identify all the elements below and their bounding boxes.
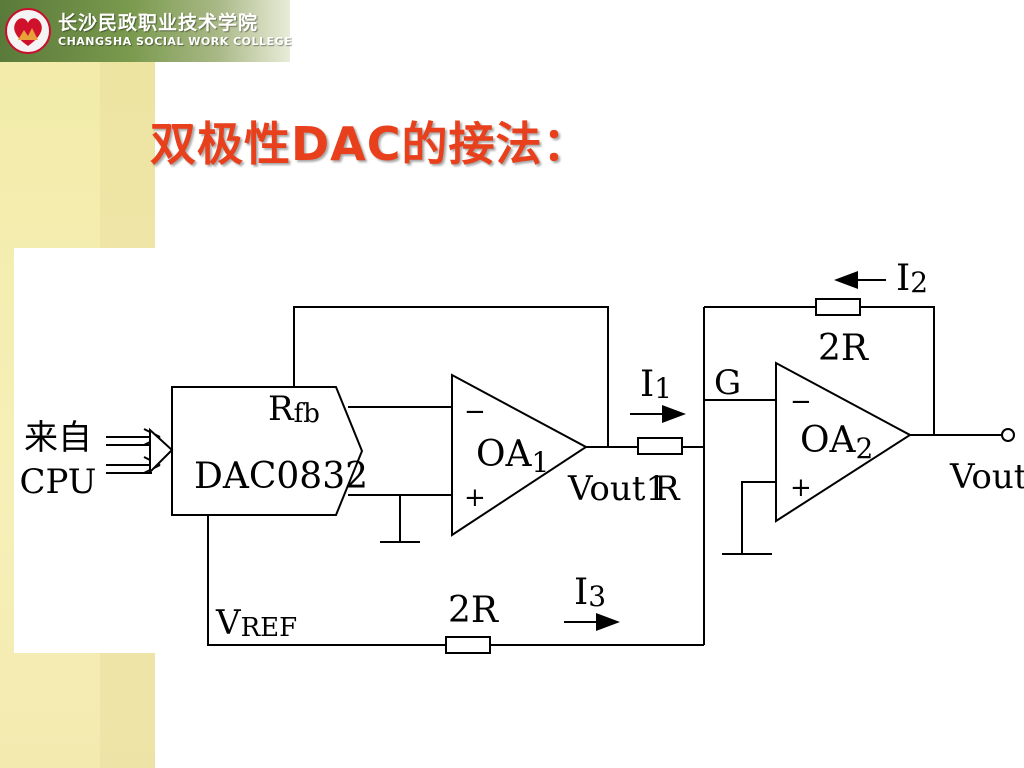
i1-arrowhead-icon bbox=[662, 405, 686, 423]
heart-logo-icon bbox=[5, 8, 51, 54]
i2-arrowhead-icon bbox=[834, 271, 858, 289]
i1-label: I1 bbox=[640, 364, 672, 405]
vout-label: Vout bbox=[949, 457, 1024, 497]
r-resistor bbox=[637, 437, 683, 455]
oa1-minus-label: − bbox=[464, 397, 486, 427]
oa1-plus-label: + bbox=[464, 483, 486, 513]
college-name-cn: 长沙民政职业技术学院 bbox=[58, 12, 259, 34]
feedback-2r-resistor bbox=[815, 298, 861, 316]
vref-2r-resistor bbox=[445, 636, 491, 654]
feedback-wire bbox=[704, 306, 935, 435]
feedback-2r-label: 2R bbox=[818, 328, 869, 369]
rfb-label: Rfb bbox=[268, 389, 320, 429]
dac-block bbox=[171, 386, 364, 516]
ground-1 bbox=[380, 495, 420, 543]
oa2-minus-label: − bbox=[790, 387, 812, 417]
vout-terminal bbox=[1001, 428, 1015, 442]
college-name-en: CHANGSHA SOCIAL WORK COLLEGE bbox=[58, 35, 293, 48]
vout1-label: Vout1 bbox=[567, 469, 667, 509]
oa2-plus-label: + bbox=[790, 473, 812, 503]
oa1-opamp bbox=[451, 373, 588, 537]
input-arrow-head bbox=[149, 427, 174, 475]
oa2-opamp bbox=[775, 361, 912, 523]
i3-arrowhead-icon bbox=[596, 613, 620, 631]
rfb-loop-wire bbox=[293, 306, 609, 447]
cpu-source-label: 来自 CPU bbox=[12, 416, 104, 504]
oa2-plus-wire bbox=[722, 481, 776, 555]
i2-label: I2 bbox=[896, 258, 928, 299]
source-label-line2: CPU bbox=[19, 462, 97, 502]
dac-name-label: DAC0832 bbox=[194, 456, 368, 497]
slide-title: 双极性DAC的接法： bbox=[150, 117, 590, 171]
source-label-line1: 来自 bbox=[24, 418, 92, 458]
g-label: G bbox=[714, 363, 741, 403]
header-banner: 长沙民政职业技术学院 CHANGSHA SOCIAL WORK COLLEGE bbox=[0, 0, 293, 62]
vref-label: VREF bbox=[215, 603, 297, 643]
oa1-label: OA1 bbox=[476, 434, 549, 479]
oa2-label: OA2 bbox=[800, 420, 873, 465]
r-label: R bbox=[654, 469, 681, 509]
vref-wire bbox=[207, 515, 704, 646]
i3-label: I3 bbox=[574, 572, 606, 613]
vref-2r-label: 2R bbox=[448, 590, 499, 631]
